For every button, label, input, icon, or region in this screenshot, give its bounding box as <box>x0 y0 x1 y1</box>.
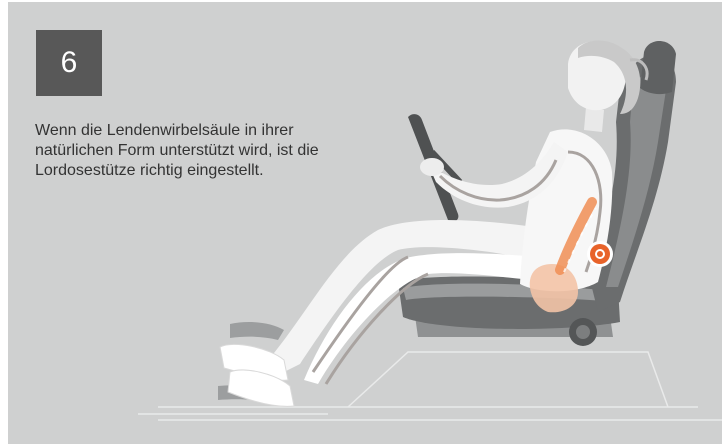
step-number: 6 <box>61 46 78 80</box>
instruction-panel: 6 Wenn die Lendenwirbelsäule in ihrer na… <box>8 2 722 444</box>
seat-lumbar-support-illustration <box>8 2 722 444</box>
seat-knob <box>569 318 597 346</box>
step-number-badge: 6 <box>36 30 102 96</box>
lumbar-support-indicator <box>587 241 613 267</box>
instruction-text: Wenn die Lendenwirbelsäule in ihrer natü… <box>35 121 375 181</box>
